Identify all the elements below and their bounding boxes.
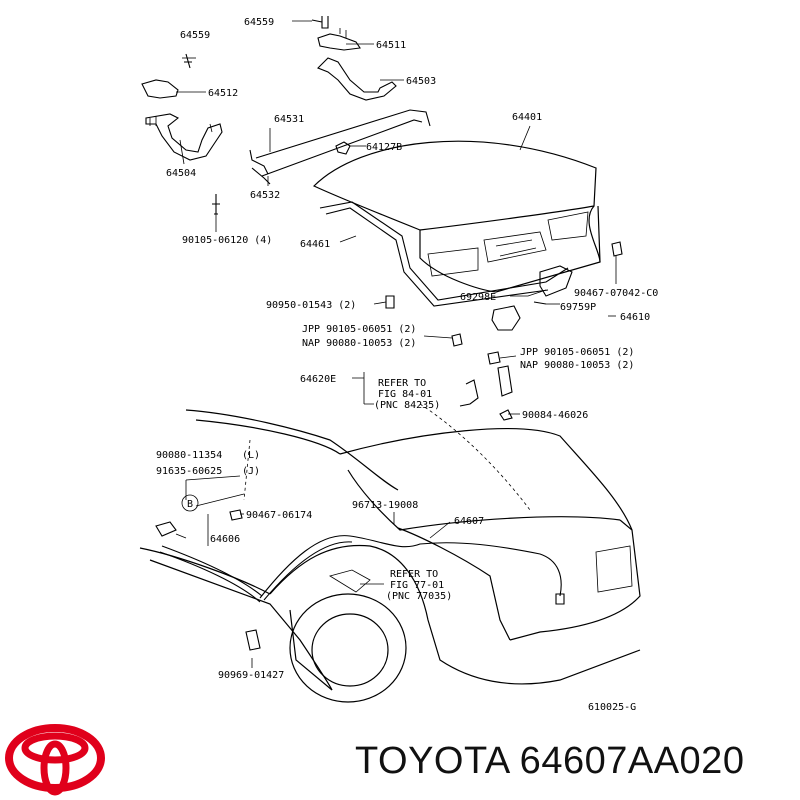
trunk-lock-icon (385, 241, 623, 365)
label-refer-2a: REFER TO (390, 569, 438, 580)
label-91635-60625: 91635-60625 (156, 466, 222, 477)
hinge-left-icon (141, 53, 223, 215)
release-cable-icon (155, 509, 565, 651)
label-nap-1: NAP 90080-10053 (2) (302, 338, 416, 349)
label-90467-06174: 90467-06174 (246, 510, 312, 521)
label-90084-46026: 90084-46026 (522, 410, 588, 421)
toyota-logo-icon (5, 724, 105, 796)
torsion-bar-icon (249, 109, 431, 185)
label-jpp-2: JPP 90105-06051 (2) (520, 347, 634, 358)
label-64504: 64504 (166, 168, 196, 179)
label-refer-2c: (PNC 77035) (386, 591, 452, 602)
label-refer-1b: FIG 84-01 (378, 389, 432, 400)
label-96713-19008: 96713-19008 (352, 500, 418, 511)
label-J: (J) (242, 466, 260, 477)
label-callout-b: B (187, 499, 193, 510)
label-64512: 64512 (208, 88, 238, 99)
product-caption: TOYOTA 64607AA020 (355, 740, 745, 782)
label-64559-top: 64559 (244, 17, 274, 28)
label-64620e: 64620E (300, 374, 336, 385)
weatherstrip-icon (319, 201, 569, 307)
label-L: (L) (242, 450, 260, 461)
part-labels: 64559 64511 64503 64559 64512 64531 6440… (156, 17, 658, 713)
label-90969-01427: 90969-01427 (218, 670, 284, 681)
label-64401: 64401 (512, 112, 542, 123)
label-nap-2: NAP 90080-10053 (2) (520, 360, 634, 371)
label-refer-1c: (PNC 84235) (374, 400, 440, 411)
label-69759p: 69759P (560, 302, 596, 313)
hinge-right-icon (311, 16, 397, 101)
trunk-lid-icon (312, 140, 601, 293)
label-64503: 64503 (406, 76, 436, 87)
leader-lines (175, 20, 617, 668)
label-64127b: 64127B (366, 142, 402, 153)
label-64607: 64607 (454, 516, 484, 527)
label-69298e: 69298E (460, 292, 496, 303)
label-64559-left: 64559 (180, 30, 210, 41)
label-64606: 64606 (210, 534, 240, 545)
label-refer-2b: FIG 77-01 (390, 580, 444, 591)
label-64461: 64461 (300, 239, 330, 250)
car-body-icon (139, 409, 641, 703)
label-64531: 64531 (274, 114, 304, 125)
label-90467-07042: 90467-07042-C0 (574, 288, 658, 299)
label-90950-01543: 90950-01543 (2) (266, 300, 356, 311)
label-64610: 64610 (620, 312, 650, 323)
label-refer-1a: REFER TO (378, 378, 426, 389)
label-jpp-1: JPP 90105-06051 (2) (302, 324, 416, 335)
label-64532: 64532 (250, 190, 280, 201)
label-diagram-code: 610025-G (588, 702, 636, 713)
callout-b-circle (181, 494, 199, 512)
label-90080-11354: 90080-11354 (156, 450, 222, 461)
cable-bracket-icon (459, 365, 513, 421)
label-90105-06120: 90105-06120 (4) (182, 235, 272, 246)
label-64511: 64511 (376, 40, 406, 51)
